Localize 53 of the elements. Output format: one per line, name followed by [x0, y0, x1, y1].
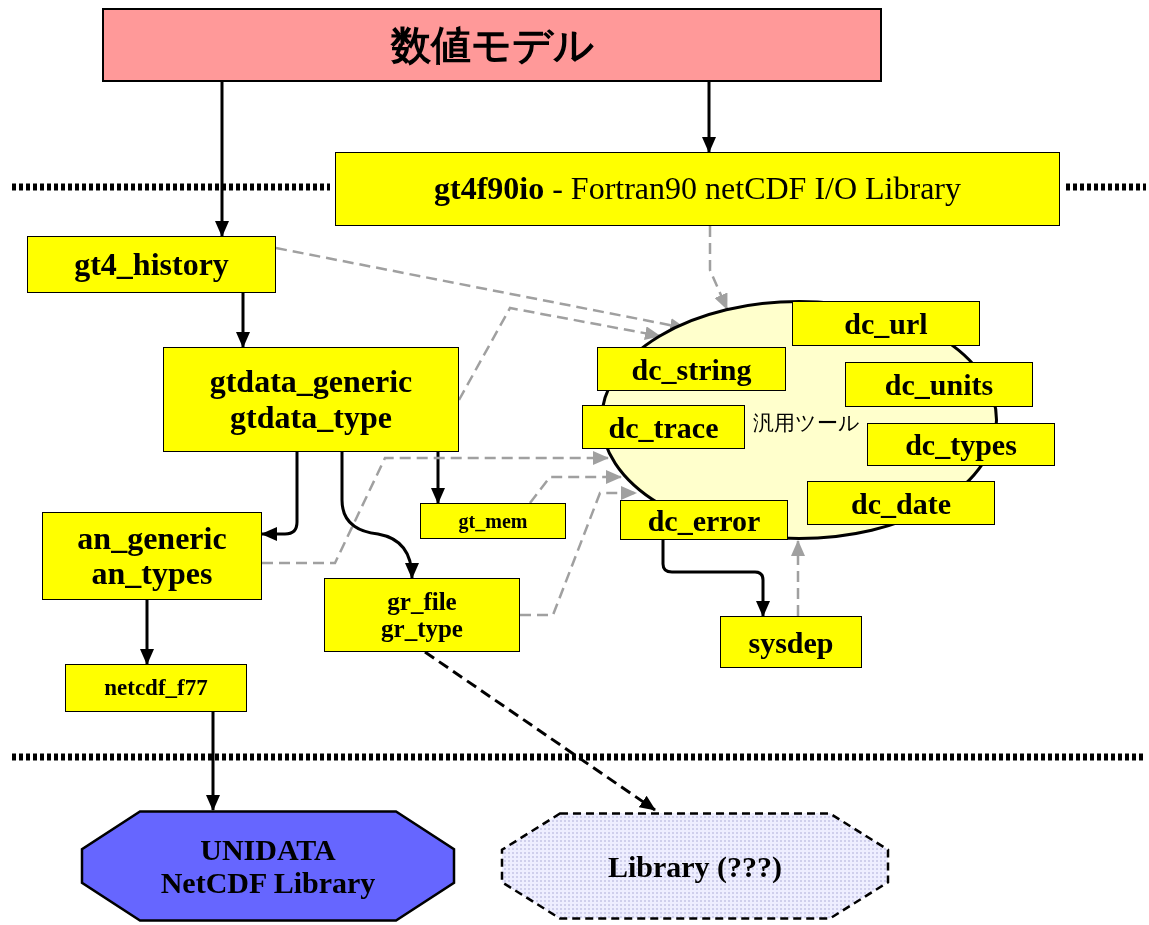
arrow — [529, 470, 622, 504]
module-box — [867, 423, 1055, 466]
node-label: sysdep — [748, 625, 834, 659]
library-octagon — [500, 812, 890, 920]
node-label: dc_error — [647, 503, 761, 537]
model-box — [102, 8, 882, 82]
arrow — [236, 293, 250, 348]
node-label: NetCDF Library — [160, 866, 376, 899]
arrow — [206, 712, 220, 811]
node-label: gtdata_type — [230, 399, 392, 435]
node-label: an_generic — [77, 520, 227, 556]
module-box — [845, 362, 1033, 407]
module-box — [324, 578, 520, 652]
arrow — [261, 452, 299, 541]
node-label: dc_units — [884, 368, 994, 401]
module-box — [65, 664, 247, 712]
node-label: an_types — [91, 556, 213, 592]
module-box — [720, 616, 862, 668]
node-label: gtdata_generic — [209, 364, 413, 400]
node-label: 数値モデル — [390, 23, 594, 67]
arrow — [661, 540, 770, 617]
arrow — [262, 451, 609, 565]
arrow — [791, 540, 805, 616]
arrow — [431, 452, 445, 504]
node-label: gt4f90io - Fortran90 netCDF I/O Library — [434, 171, 961, 207]
node-label: UNIDATA — [200, 833, 336, 866]
arrow — [424, 650, 656, 812]
node-label: gt4_history — [74, 246, 229, 283]
node-label: gr_type — [381, 615, 463, 643]
node-label: dc_types — [905, 428, 1017, 461]
node-label: Library (???) — [607, 849, 783, 883]
module-box — [27, 236, 276, 293]
arrow — [457, 306, 661, 401]
node-label: gt_mem — [458, 510, 528, 532]
node-label: dc_string — [631, 352, 752, 386]
arrow — [520, 486, 637, 617]
node-label: dc_url — [844, 307, 928, 340]
node-label: 汎用ツール — [751, 412, 861, 436]
arrow — [340, 452, 419, 579]
arrow — [708, 226, 729, 310]
node-label: netcdf_f77 — [104, 675, 208, 701]
module-box — [582, 405, 745, 449]
node-label: gr_file — [387, 587, 457, 615]
arrow — [702, 82, 716, 153]
node-label: dc_date — [851, 486, 951, 520]
library-box — [335, 152, 1060, 226]
module-box — [420, 503, 566, 539]
module-box — [42, 512, 262, 600]
library-octagon — [80, 810, 456, 922]
node-label: dc_trace — [608, 410, 719, 444]
arrow — [215, 82, 229, 237]
arrow — [140, 600, 154, 665]
module-box — [163, 347, 459, 452]
